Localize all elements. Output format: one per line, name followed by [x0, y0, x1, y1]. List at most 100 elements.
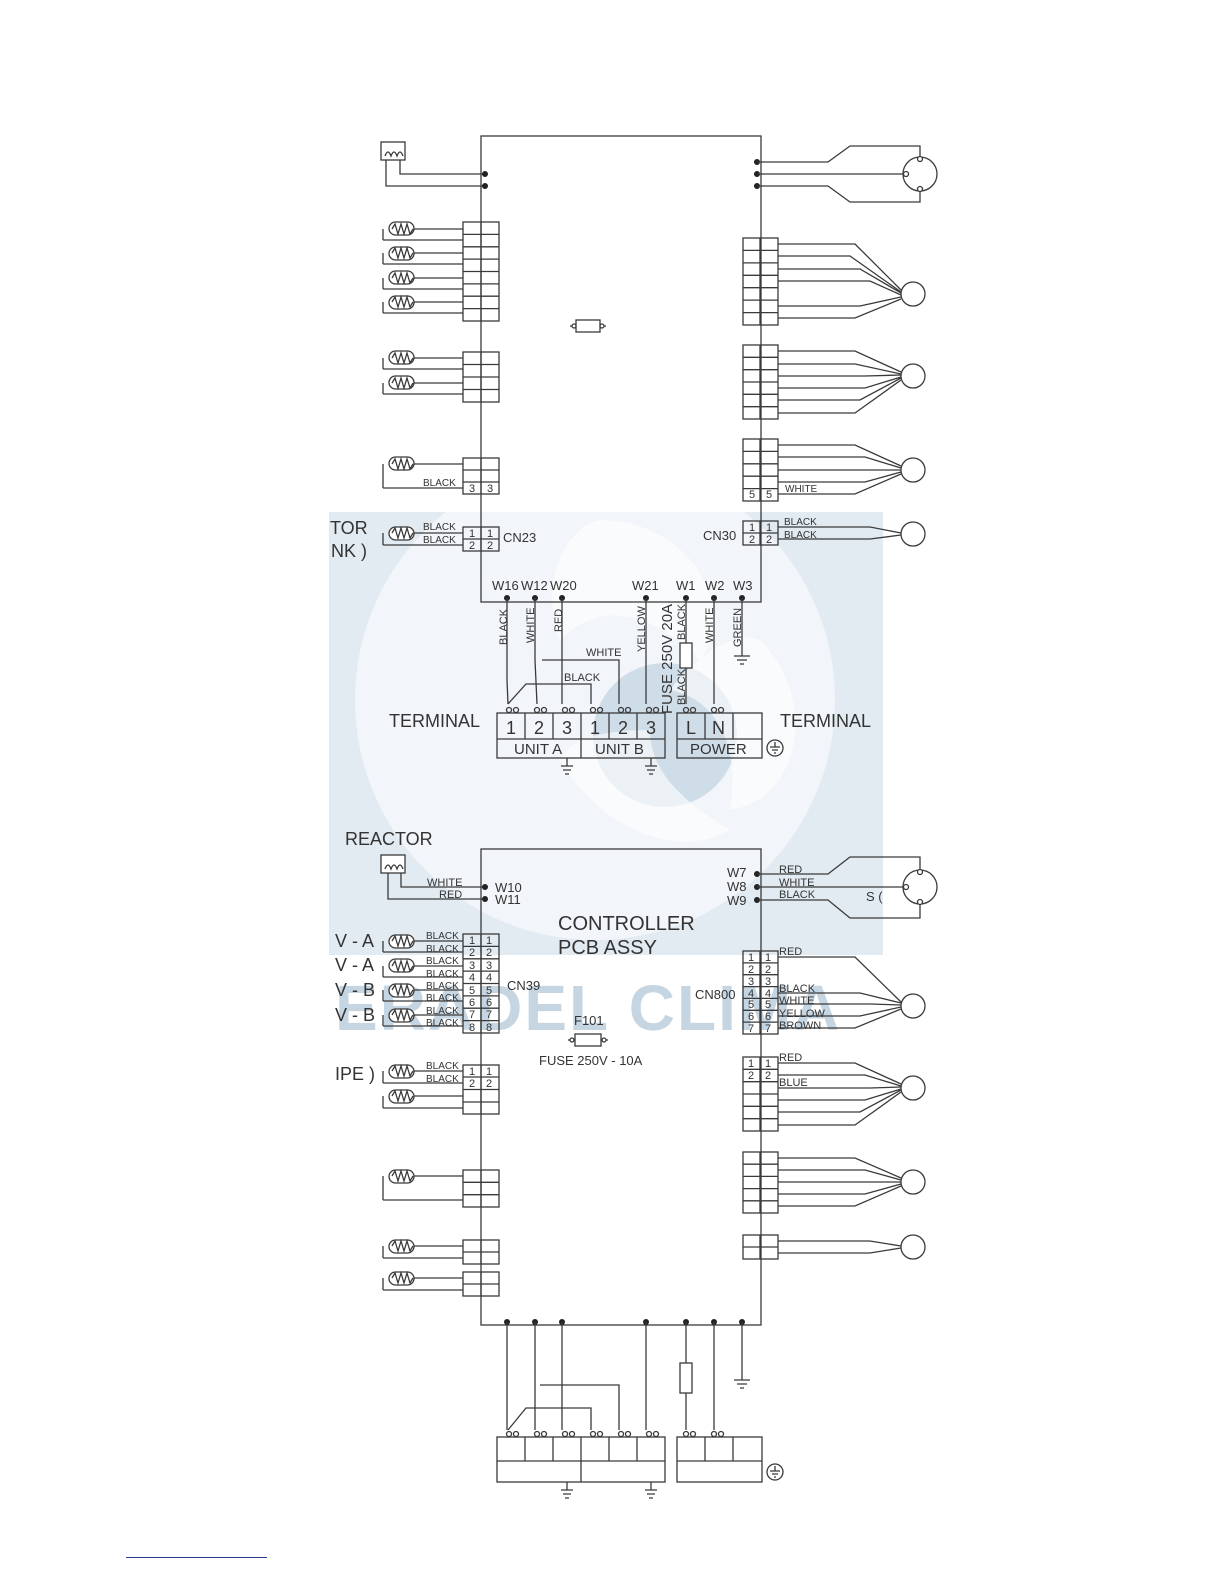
thermistor-bottom-a [382, 1168, 500, 1208]
pin-number: 1 [766, 522, 772, 534]
w12-label: W12 [521, 578, 548, 593]
pin-number: 6 [486, 997, 492, 1009]
wire-label-yellow: YELLOW [779, 1008, 825, 1020]
w16-label: W16 [492, 578, 519, 593]
wire-label-black: BLACK [426, 944, 459, 955]
fan-motor-bottom-2 [742, 1151, 926, 1214]
terminal-n: N [712, 718, 725, 738]
wire-label-red: RED [779, 864, 802, 876]
pin-number: 2 [469, 540, 475, 552]
w11-label: W11 [495, 892, 521, 907]
pin-number: 2 [469, 947, 475, 959]
pin-number: 7 [765, 1023, 771, 1035]
fuse-f101: F101 FUSE 250V - 10A [539, 1013, 643, 1068]
pin-number: 7 [748, 1023, 754, 1035]
thermistor-3: BLACK 3 3 [382, 456, 500, 495]
unit-a-label: UNIT A [514, 741, 562, 758]
pin-number: 5 [469, 985, 475, 997]
pin-number: 1 [469, 1066, 475, 1078]
pin-number: 1 [469, 528, 475, 540]
pin-number: 8 [469, 1022, 475, 1034]
pin-number: 1 [748, 1058, 754, 1070]
terminal-pin: 2 [534, 718, 544, 738]
pin-number: 3 [748, 976, 754, 988]
pin-number: 1 [487, 528, 493, 540]
pin-number: 3 [469, 483, 475, 495]
thermistors-group-2 [382, 350, 500, 403]
terminal-pin: 1 [590, 718, 600, 738]
pin-number: 2 [486, 1078, 492, 1090]
pin-number: 5 [765, 999, 771, 1011]
footer-rule [126, 1557, 267, 1558]
pin-number: 1 [765, 952, 771, 964]
pin-number: 1 [486, 935, 492, 947]
terminal-pin: 1 [506, 718, 516, 738]
wire-label-white: WHITE [779, 877, 814, 889]
side-label-va2: V - A [335, 955, 374, 975]
cn39-pin-numbers: 1 1 2 2 3 3 4 4 5 5 6 6 7 7 8 8 [469, 935, 492, 1034]
wire-label-red: RED [553, 609, 565, 632]
w3-label: W3 [733, 578, 753, 593]
pin-number: 6 [765, 1011, 771, 1023]
controller-title-line2: PCB ASSY [558, 937, 657, 959]
fuse-top-board [570, 319, 606, 333]
terminal-wiring-top: BLACK WHITE RED YELLOW BLACK WHITE GREEN… [498, 598, 750, 714]
w1-label: W1 [676, 578, 696, 593]
pin-number: 5 [766, 489, 772, 501]
wire-label-black: BLACK [779, 889, 816, 901]
pin-number: 1 [748, 952, 754, 964]
controller-title: CONTROLLER PCB ASSY [558, 913, 695, 959]
wire-label-white: WHITE [525, 608, 537, 643]
pin-number: 2 [765, 1070, 771, 1082]
pin-number: 4 [486, 972, 492, 984]
terminal-block-top: TERMINAL TERMINAL 1 2 3 1 2 3 UNIT A UNI… [389, 706, 871, 775]
wire-label-black: BLACK [498, 608, 510, 645]
pin-number: 5 [486, 985, 492, 997]
pin-number: 1 [749, 522, 755, 534]
side-label-vb1: V - B [335, 980, 375, 1000]
wire-label-black: BLACK [423, 478, 456, 489]
wire-label-red: RED [779, 946, 802, 958]
pin-number: 4 [748, 988, 754, 1000]
pin-number: 3 [487, 483, 493, 495]
pin-number: 5 [748, 999, 754, 1011]
side-label-vb2: V - B [335, 1005, 375, 1025]
wire-label-black: BLACK [426, 1018, 459, 1029]
pin-number: 2 [486, 947, 492, 959]
wire-label-red: RED [439, 889, 462, 901]
w8-label: W8 [727, 879, 747, 894]
side-label-va1: V - A [335, 931, 374, 951]
cn30-label: CN30 [703, 528, 736, 543]
top-board-w-terminals: W16 W12 W20 W21 W1 W2 W3 [492, 578, 753, 601]
pin-number: 2 [487, 540, 493, 552]
reactor-bottom: REACTOR WHITE RED W10 W11 [345, 829, 522, 907]
pin-number: 6 [748, 1011, 754, 1023]
wire-label-red: RED [779, 1052, 802, 1064]
w21-label: W21 [632, 578, 659, 593]
wire-label-black: BLACK [676, 668, 688, 705]
pin-number: 2 [765, 964, 771, 976]
fan-motor-3: 5 5 WHITE [742, 438, 926, 502]
pin-number: 7 [469, 1009, 475, 1021]
terminal-block-bottom [496, 1430, 784, 1499]
connector-cn39: V - A V - A V - B V - B BLACK BLACK BLAC… [335, 931, 540, 1034]
wire-label-blue: BLUE [779, 1077, 808, 1089]
wire-label-black: BLACK [423, 522, 456, 533]
pin-number: 6 [469, 997, 475, 1009]
f101-label: F101 [574, 1013, 604, 1028]
pin-number: 2 [469, 1078, 475, 1090]
wire-label-white: WHITE [586, 647, 621, 659]
wire-label-black: BLACK [426, 1061, 459, 1072]
fan-motor-bottom-1: RED BLUE 1 1 2 2 [742, 1052, 926, 1132]
wire-label-white: WHITE [427, 877, 462, 889]
side-label-ipe: IPE ) [335, 1064, 375, 1084]
cn800-label: CN800 [695, 987, 735, 1002]
wire-label-brown: BROWN [779, 1020, 821, 1032]
terminal-wiring-bottom [504, 1319, 750, 1431]
connector-cn800: CN800 RED BLACK WHITE YELLOW BROWN 1 1 2… [695, 946, 926, 1035]
compressor-motor-top [754, 145, 938, 203]
pin-number: 2 [766, 534, 772, 546]
wire-label-black: BLACK [676, 603, 688, 640]
thermistors-group-1 [382, 221, 500, 322]
pin-number: 1 [765, 1058, 771, 1070]
